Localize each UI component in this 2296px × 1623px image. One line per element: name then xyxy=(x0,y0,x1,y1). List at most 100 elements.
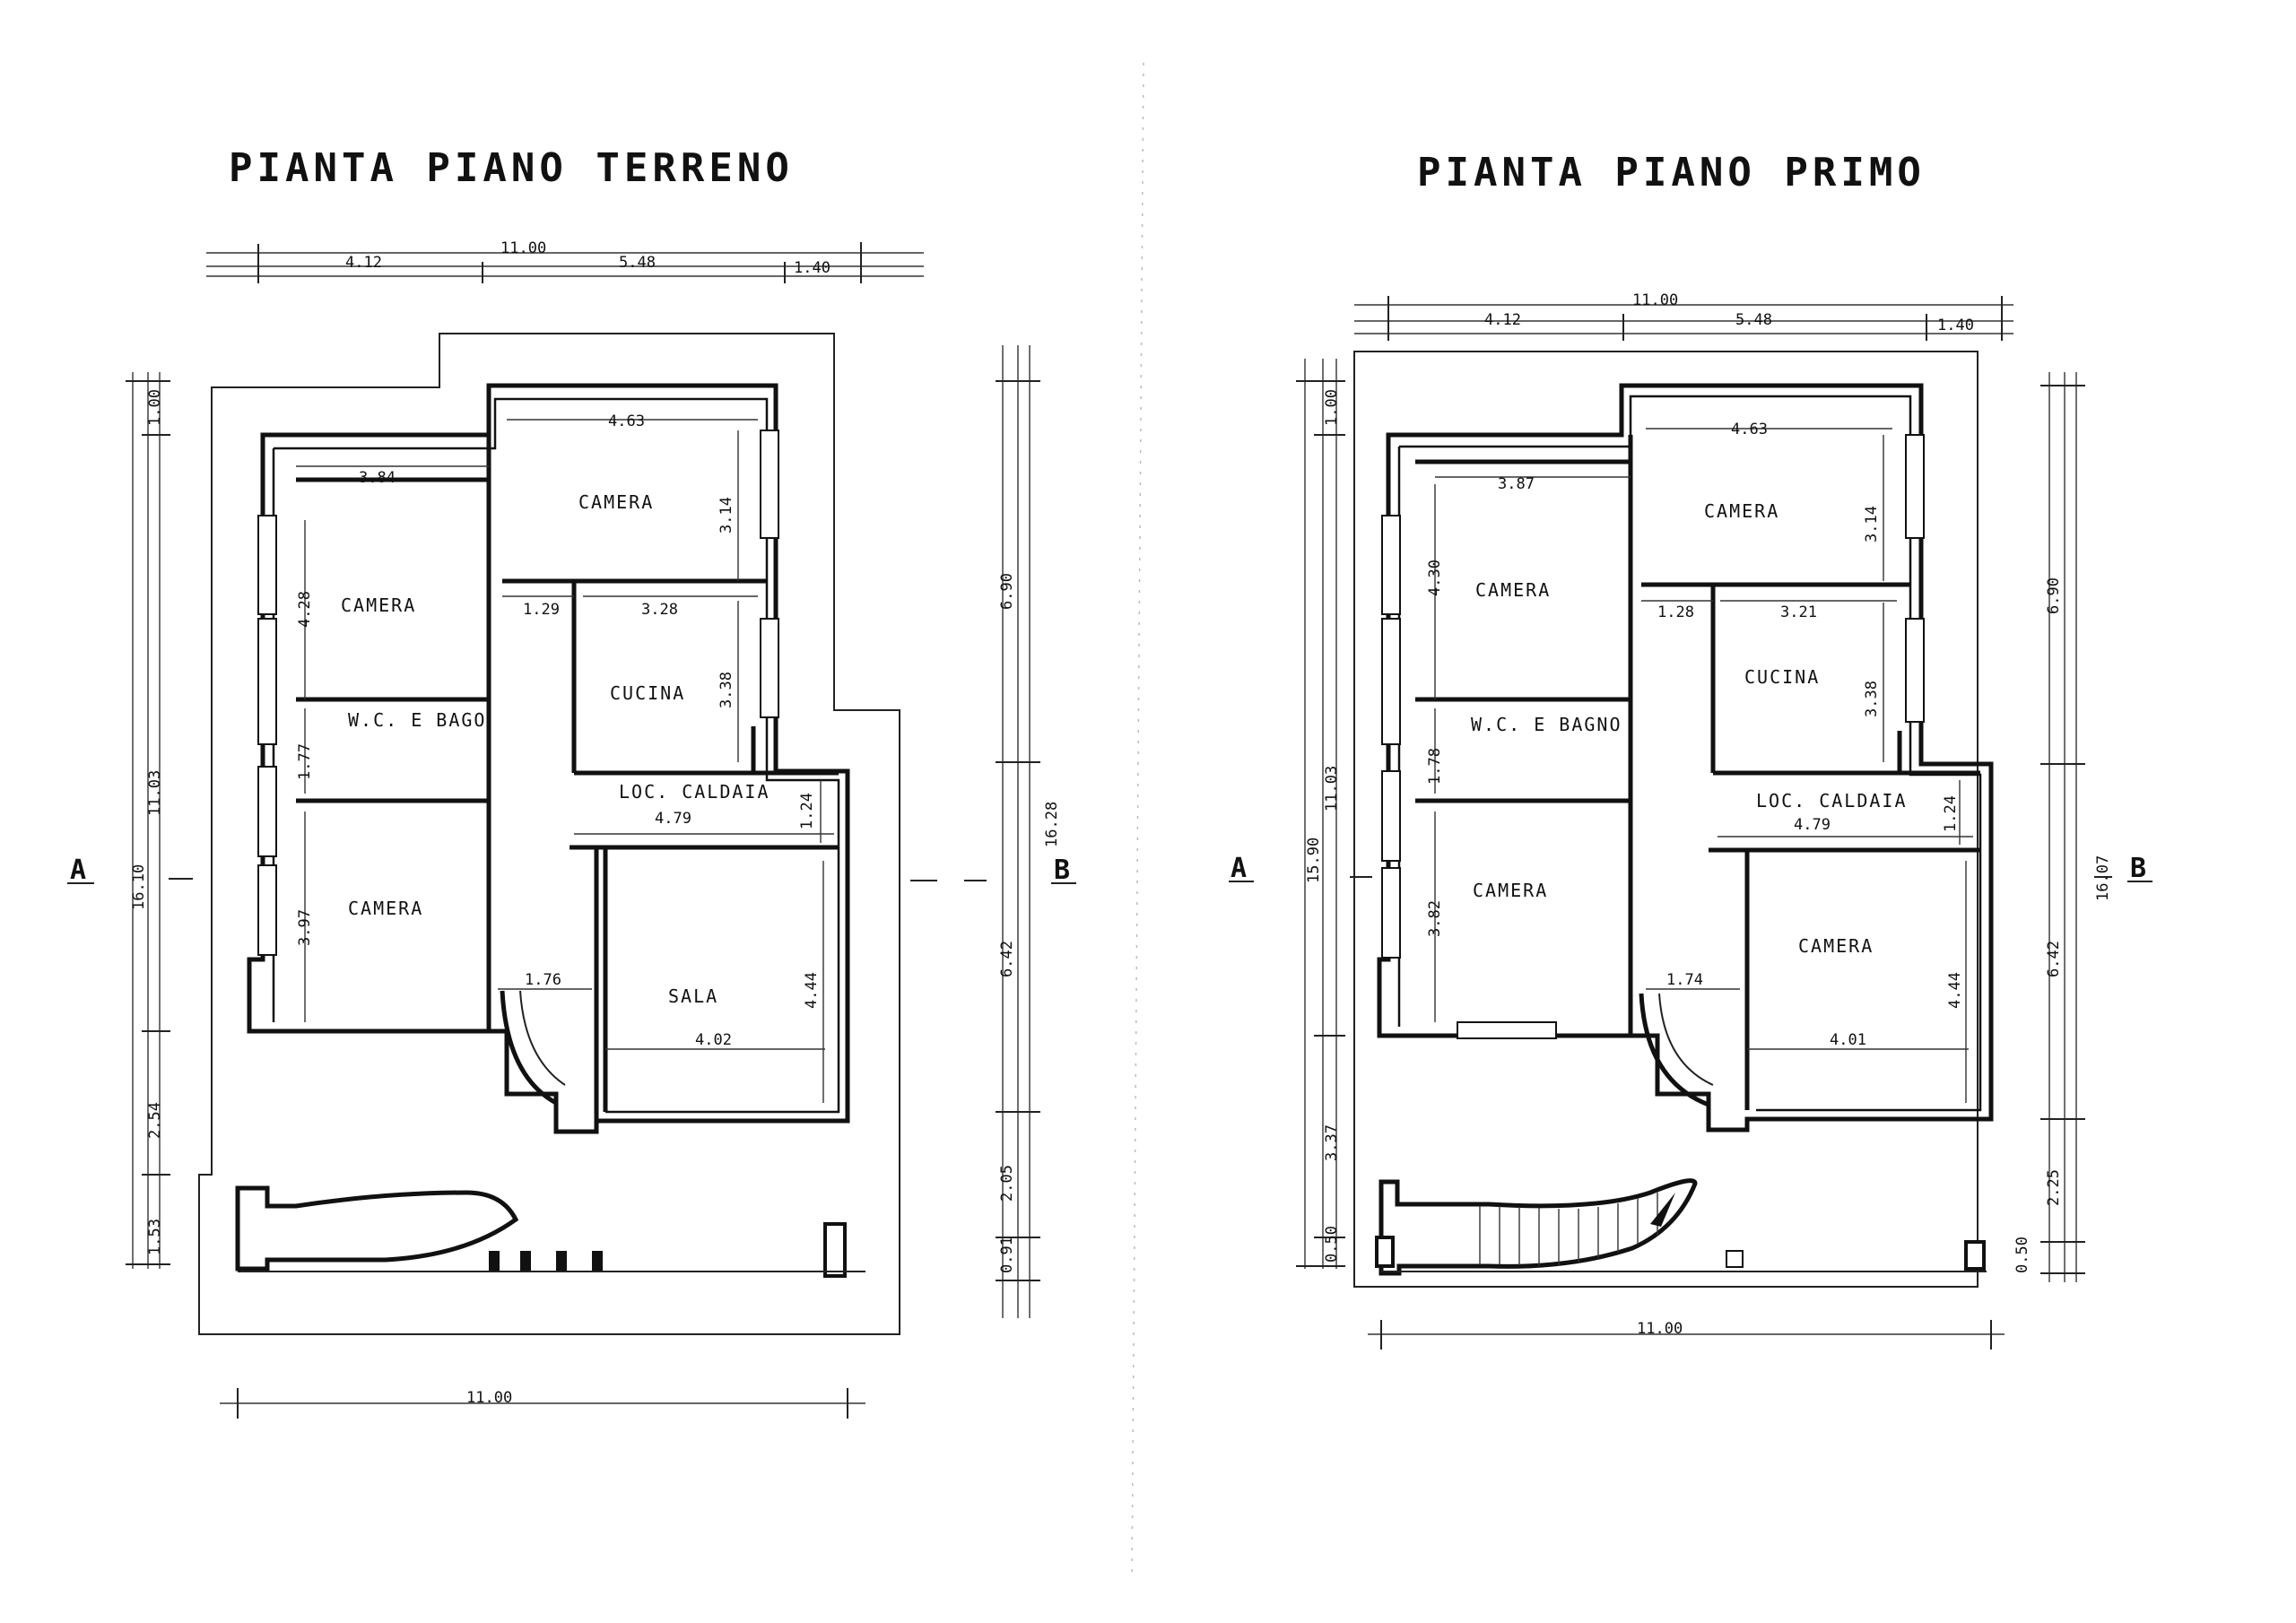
dim-bottom-total: 11.00 xyxy=(1637,1320,1683,1338)
dim-left-part: 1.53 xyxy=(146,1219,164,1255)
dim-left-part: 1.00 xyxy=(146,389,164,426)
room-dim-w: 3.21 xyxy=(1780,603,1817,621)
room-dim-h: 4.44 xyxy=(1946,972,1964,1009)
room-dim-h: 3.14 xyxy=(1863,506,1881,542)
room-label: CAMERA xyxy=(1475,579,1551,601)
bottom-dimension: 11.00 xyxy=(220,1388,865,1419)
entrance-curve-inner xyxy=(1658,993,1714,1086)
room-dim-w: 4.79 xyxy=(1794,816,1831,834)
room-dim-h: 3.14 xyxy=(718,497,735,534)
interior-partitions xyxy=(296,435,839,1121)
section-left-label: A xyxy=(70,855,86,886)
section-markers: A B xyxy=(1229,853,2152,884)
dim-bottom-total: 11.00 xyxy=(466,1389,512,1407)
dim-top-part: 4.12 xyxy=(345,254,382,272)
dim-right-part: 6.90 xyxy=(2045,577,2063,614)
room-label: LOC. CALDAIA xyxy=(1756,790,1908,812)
room-dim-h: 3.97 xyxy=(296,909,314,946)
room-dim-h: 1.77 xyxy=(296,743,314,780)
dim-top-part: 4.12 xyxy=(1484,311,1521,329)
room-label: CAMERA xyxy=(578,491,654,513)
dim-right-part: 2.05 xyxy=(998,1165,1016,1202)
dim-right-part: 2.25 xyxy=(2045,1169,2063,1206)
room-dim-w: 4.01 xyxy=(1830,1031,1866,1049)
dim-right-part: 6.90 xyxy=(998,573,1016,610)
dim-right-total: 16.28 xyxy=(1043,802,1061,847)
dim-top-part: 5.48 xyxy=(1735,311,1772,329)
right-dimension-chain: 6.90 6.42 2.25 0.50 16.07 xyxy=(2013,372,2112,1282)
dim-top-part: 1.40 xyxy=(794,259,831,277)
section-right-label: B xyxy=(2130,853,2146,884)
dimension-guides xyxy=(1434,428,1973,1103)
hall-dim: 1.74 xyxy=(1666,971,1703,989)
room-dim-h: 1.24 xyxy=(798,793,816,829)
lot-boundary xyxy=(198,333,900,1335)
section-right-label: B xyxy=(1054,855,1070,886)
room-dim-w: 4.63 xyxy=(1731,421,1768,438)
dim-right-total: 16.07 xyxy=(2094,855,2112,901)
room-label: LOC. CALDAIA xyxy=(619,781,770,803)
entrance-curve-wall xyxy=(1639,993,1709,1107)
room-label: CAMERA xyxy=(348,898,423,919)
room-dim-h: 4.44 xyxy=(803,972,821,1009)
room-dim-h: 3.38 xyxy=(1863,681,1881,717)
room-dim-w: 3.28 xyxy=(641,601,678,619)
plan-ground-floor: PIANTA PIANO TERRENO 11.00 4.12 5.48 1.4… xyxy=(67,145,1076,1419)
hall-dim: 1.76 xyxy=(525,971,561,989)
room-label: CAMERA xyxy=(1473,880,1548,901)
windows xyxy=(1381,434,1925,1039)
exterior-walls-inner xyxy=(1399,395,1982,1112)
right-dimension-chain: 6.90 6.42 2.05 0.91 16.28 xyxy=(996,345,1061,1318)
dim-left-part: 0.50 xyxy=(1323,1226,1341,1263)
dim-right-part: 0.50 xyxy=(2013,1237,2031,1273)
room-dim-h: 3.38 xyxy=(718,672,735,708)
plan-first-floor: PIANTA PIANO PRIMO 11.00 4.12 5.48 1.40 xyxy=(1229,150,2152,1350)
bottom-dimension: 11.00 xyxy=(1368,1320,2005,1350)
entrance-curve-wall xyxy=(500,990,558,1106)
dim-top-total: 11.00 xyxy=(500,239,546,257)
exterior-stair xyxy=(1375,1178,1987,1276)
room-dim-h: 4.30 xyxy=(1426,560,1444,596)
room-dim-w: 4.79 xyxy=(655,810,691,828)
room-labels: CAMERA 3.87 4.30 CAMERA 4.63 3.14 CUCINA… xyxy=(1426,421,1964,1049)
plan-title: PIANTA PIANO TERRENO xyxy=(229,145,794,191)
room-label: CUCINA xyxy=(1744,666,1820,688)
exterior-walls-inner xyxy=(274,397,840,1114)
top-dimension-chain: 11.00 4.12 5.48 1.40 xyxy=(206,239,924,283)
section-left-label: A xyxy=(1231,853,1247,884)
hall-dim: 1.29 xyxy=(523,601,560,619)
room-dim-h: 1.24 xyxy=(1942,795,1960,832)
interior-partitions xyxy=(1415,435,1980,1110)
left-dimension-chain: 1.00 11.03 3.37 0.50 15.90 xyxy=(1296,359,1345,1269)
dim-left-part: 2.54 xyxy=(146,1102,164,1139)
dim-left-part: 11.03 xyxy=(146,770,164,816)
room-dim-w: 4.63 xyxy=(608,412,645,430)
exterior-walls xyxy=(247,383,850,1134)
dim-top-part: 5.48 xyxy=(619,254,656,272)
room-dim-w: 4.02 xyxy=(695,1031,732,1049)
dim-left-part: 1.00 xyxy=(1323,389,1341,426)
room-label: SALA xyxy=(668,985,718,1007)
room-labels: CAMERA 3.84 4.28 CAMERA 4.63 3.14 CUCINA… xyxy=(296,412,821,1049)
room-dim-h: 3.82 xyxy=(1426,900,1444,937)
exterior-walls xyxy=(1377,383,1994,1133)
room-label: CUCINA xyxy=(610,682,685,704)
room-label: CAMERA xyxy=(341,595,416,616)
dim-left-part: 3.37 xyxy=(1323,1124,1341,1161)
room-dim-w: 3.87 xyxy=(1498,475,1535,493)
room-label: CAMERA xyxy=(1798,935,1874,957)
exterior-stair xyxy=(235,1185,865,1278)
sheet-fold-line xyxy=(1131,62,1144,1579)
section-markers: A B xyxy=(67,855,1076,886)
room-dim-h: 1.78 xyxy=(1426,748,1444,785)
top-dimension-chain: 11.00 4.12 5.48 1.40 xyxy=(1354,291,2013,341)
dim-right-part: 0.91 xyxy=(998,1237,1016,1273)
entrance-curve-inner xyxy=(519,990,566,1086)
room-label: W.C. E BAGO xyxy=(348,709,486,731)
dim-right-part: 6.42 xyxy=(998,941,1016,977)
room-dim-w: 3.84 xyxy=(359,469,396,487)
dim-left-total: 15.90 xyxy=(1305,838,1323,883)
room-dim-h: 4.28 xyxy=(296,591,314,628)
dim-right-part: 6.42 xyxy=(2045,941,2063,977)
